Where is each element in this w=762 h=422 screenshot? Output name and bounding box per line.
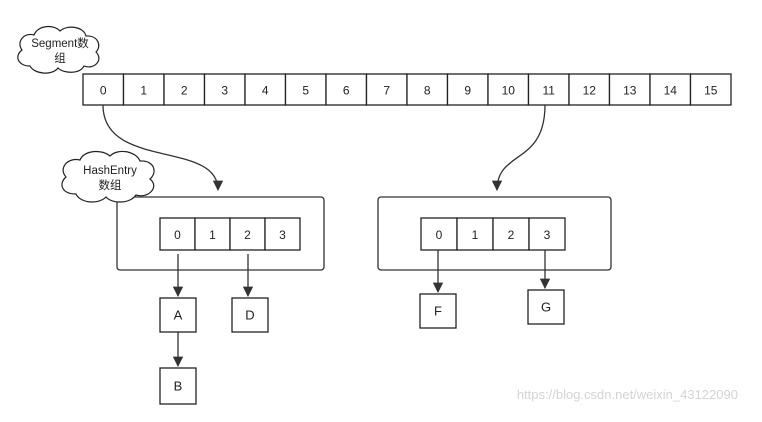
hashentry-label-line1: HashEntry [83, 165, 137, 177]
right-table-cell-1: 1 [456, 217, 494, 251]
segment-cell-8: 8 [406, 73, 449, 106]
hashentry-array-left: 0 1 2 3 [159, 217, 301, 251]
segment-cell-7: 7 [365, 73, 408, 106]
node-g: G [527, 289, 565, 325]
segment-cell-label: 13 [623, 84, 637, 98]
node-d-label: D [245, 308, 254, 323]
segment-cell-10: 10 [487, 73, 530, 106]
segment-cell-12: 12 [568, 73, 611, 106]
segment-cell-label: 14 [664, 84, 678, 98]
segment-cell-15: 15 [689, 73, 732, 106]
right-table-cell-label: 3 [544, 228, 551, 242]
segment-cell-label: 4 [262, 84, 269, 98]
segment-cell-label: 10 [502, 84, 516, 98]
segment-cell-label: 11 [543, 84, 556, 98]
hashentry-array-label: HashEntry 数组 [61, 150, 155, 203]
right-table-cell-label: 0 [436, 228, 443, 242]
segment-cell-5: 5 [284, 73, 327, 106]
segment-cell-2: 2 [163, 73, 206, 106]
left-table-cell-label: 3 [279, 228, 286, 242]
segment-cell-label: 5 [302, 84, 309, 98]
right-table-cell-label: 1 [472, 228, 479, 242]
segment-cell-label: 0 [100, 84, 107, 98]
node-g-label: G [541, 300, 551, 315]
segment-cell-3: 3 [203, 73, 246, 106]
node-f-label: F [434, 304, 442, 319]
segment-label-line2: 组 [54, 51, 66, 65]
segment-cell-14: 14 [649, 73, 692, 106]
segment-cell-label: 12 [583, 84, 597, 98]
hashentry-label-line2: 数组 [99, 178, 122, 192]
node-d: D [231, 297, 269, 333]
left-table-cell-1: 1 [194, 217, 231, 251]
segment-cell-1: 1 [122, 73, 165, 106]
segment-cell-label: 6 [343, 84, 350, 98]
watermark: https://blog.csdn.net/weixin_43122090 [517, 387, 738, 402]
node-f: F [419, 293, 457, 329]
segment-cell-label: 2 [181, 84, 188, 98]
left-table-cell-2: 2 [229, 217, 266, 251]
segment-cell-label: 9 [464, 84, 471, 98]
right-table-cell-label: 2 [508, 228, 515, 242]
left-table-cell-label: 0 [174, 228, 181, 242]
right-table-cell-3: 3 [528, 217, 566, 251]
right-table-cell-0: 0 [420, 217, 458, 251]
right-table-cell-2: 2 [492, 217, 530, 251]
segment-cell-0: 0 [82, 73, 125, 106]
arrow-segment0-to-table [102, 104, 224, 192]
left-table-cell-label: 2 [244, 228, 251, 242]
node-b-label: B [174, 379, 183, 394]
segment-label-line1: Segment数 [31, 36, 89, 50]
segment-array-label: Segment数 组 [17, 25, 100, 74]
segment-cell-label: 7 [383, 84, 390, 98]
left-table-cell-3: 3 [264, 217, 301, 251]
node-b: B [159, 367, 197, 405]
segment-cell-9: 9 [446, 73, 489, 106]
hashentry-array-right: 0 1 2 3 [420, 217, 566, 251]
segment-cell-11: 11 [527, 73, 570, 106]
segment-cell-label: 8 [424, 84, 431, 98]
segment-cell-label: 1 [140, 84, 147, 98]
arrow-segment11-to-table [491, 104, 546, 192]
node-a: A [159, 297, 197, 333]
left-table-cell-label: 1 [209, 228, 216, 242]
segment-cell-13: 13 [608, 73, 651, 106]
node-a-label: A [174, 308, 183, 323]
segment-cell-label: 15 [704, 84, 718, 98]
left-table-cell-0: 0 [159, 217, 196, 251]
segment-cell-label: 3 [221, 84, 228, 98]
segment-cell-6: 6 [325, 73, 368, 106]
segment-cell-4: 4 [244, 73, 287, 106]
